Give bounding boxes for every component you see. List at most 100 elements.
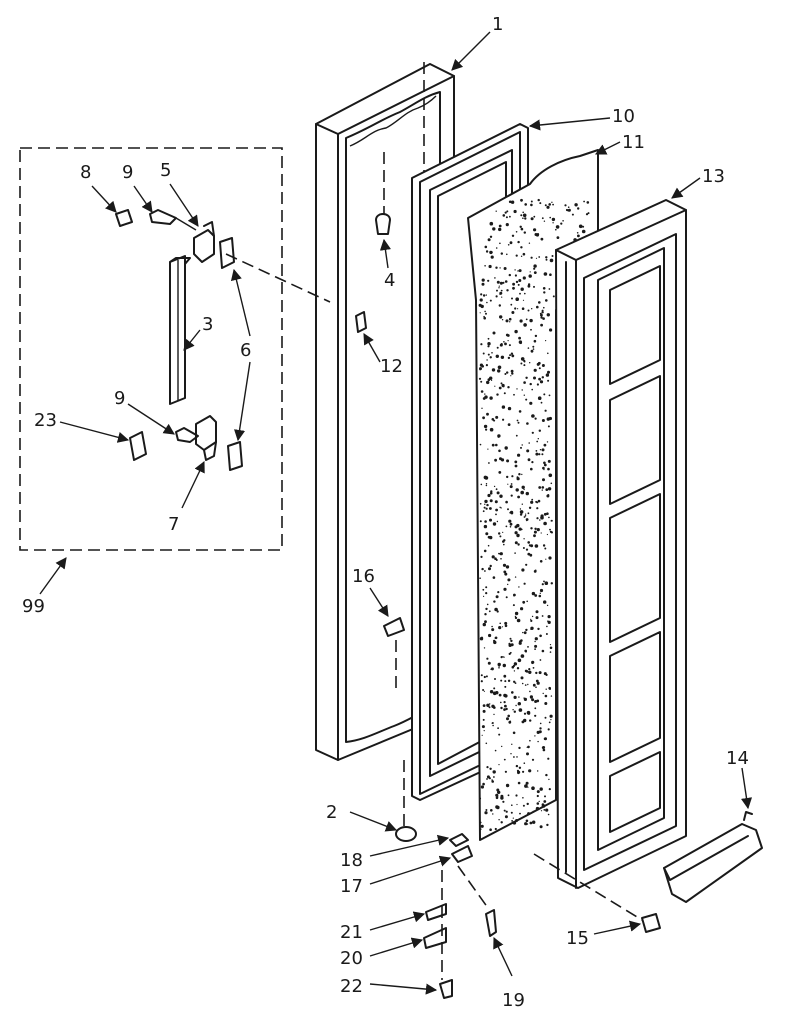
foam-texture-dot — [494, 678, 496, 680]
foam-texture-dot — [509, 354, 512, 357]
foam-texture-dot — [544, 547, 547, 550]
foam-texture-dot — [530, 527, 533, 530]
svg-text:14: 14 — [726, 748, 749, 769]
foam-texture-dot — [523, 762, 526, 764]
foam-texture-dot — [479, 520, 482, 523]
foam-texture-dot — [504, 280, 508, 283]
foam-texture-dot — [503, 267, 507, 270]
handle-part — [169, 255, 191, 405]
foam-texture-dot — [551, 201, 553, 203]
foam-texture-dot — [510, 303, 513, 306]
foam-texture-dot — [537, 438, 539, 440]
foam-texture-dot — [482, 588, 485, 591]
foam-texture-dot — [518, 696, 520, 698]
foam-texture-dot — [521, 503, 523, 505]
foam-texture-dot — [491, 625, 493, 628]
foam-texture-dot — [494, 637, 497, 639]
foam-texture-dot — [495, 691, 499, 695]
foam-texture-dot — [503, 587, 507, 591]
foam-texture-dot — [548, 556, 552, 560]
foam-texture-dot — [515, 297, 519, 302]
svg-text:19: 19 — [502, 990, 525, 1011]
foam-texture-dot — [546, 441, 549, 443]
foam-texture-dot — [543, 272, 548, 276]
foam-texture-dot — [509, 637, 512, 640]
foam-texture-dot — [531, 461, 534, 464]
callout-17: 17 — [340, 855, 452, 897]
foam-texture-dot — [508, 317, 512, 321]
callout-15: 15 — [566, 920, 642, 949]
foam-texture-dot — [513, 756, 515, 758]
foam-texture-dot — [523, 712, 527, 715]
foam-texture-dot — [539, 449, 542, 451]
foam-texture-dot — [531, 388, 533, 391]
foam-texture-dot — [496, 491, 500, 495]
foam-texture-dot — [525, 318, 528, 321]
foam-texture-dot — [539, 560, 543, 563]
foam-texture-dot — [518, 269, 522, 273]
foam-texture-dot — [525, 513, 527, 515]
foam-texture-dot — [524, 217, 527, 220]
foam-texture-dot — [543, 672, 547, 676]
foam-texture-dot — [511, 311, 515, 314]
foam-texture-dot — [485, 294, 487, 296]
foam-texture-dot — [484, 265, 486, 267]
callout-23: 23 — [34, 410, 130, 443]
foam-texture-dot — [576, 232, 579, 234]
foam-texture-dot — [532, 345, 535, 348]
foam-texture-dot — [497, 790, 501, 794]
spacer-top-part — [219, 237, 235, 269]
foam-texture-dot — [500, 558, 502, 560]
foam-texture-dot — [517, 543, 520, 546]
foam-texture-dot — [530, 349, 534, 353]
svg-text:17: 17 — [340, 876, 363, 897]
foam-texture-dot — [508, 273, 511, 277]
foam-texture-dot — [497, 591, 500, 594]
foam-texture-dot — [481, 365, 485, 368]
foam-texture-dot — [529, 690, 531, 693]
foam-texture-dot — [523, 360, 526, 363]
foam-texture-dot — [511, 354, 515, 358]
foam-texture-dot — [515, 254, 518, 257]
foam-texture-dot — [523, 323, 527, 327]
foam-texture-dot — [481, 278, 485, 282]
foam-texture-dot — [498, 733, 501, 736]
foam-texture-dot — [523, 231, 526, 234]
foam-texture-dot — [506, 289, 509, 292]
svg-text:20: 20 — [340, 948, 363, 969]
foam-texture-dot — [543, 463, 547, 467]
foam-texture-dot — [485, 250, 489, 253]
foam-texture-dot — [497, 369, 501, 373]
callout-8: 8 — [80, 162, 117, 213]
foam-texture-dot — [489, 356, 492, 359]
foam-texture-dot — [535, 806, 540, 811]
foam-texture-dot — [578, 224, 583, 229]
foam-texture-dot — [510, 811, 513, 814]
foam-texture-dot — [513, 593, 516, 597]
foam-texture-dot — [532, 348, 535, 350]
foam-texture-dot — [486, 657, 489, 660]
foam-texture-dot — [582, 225, 585, 228]
foam-texture-dot — [486, 301, 488, 304]
foam-texture-dot — [527, 552, 531, 556]
foam-texture-dot — [514, 682, 517, 684]
foam-insulation — [467, 149, 599, 841]
foam-texture-dot — [499, 622, 502, 625]
foam-texture-dot — [549, 688, 551, 690]
foam-texture-dot — [503, 809, 506, 812]
foam-texture-dot — [526, 600, 528, 603]
foam-texture-dot — [519, 513, 523, 516]
foam-texture-dot — [488, 264, 492, 269]
foam-texture-dot — [539, 519, 541, 521]
foam-texture-dot — [515, 704, 517, 707]
foam-texture-dot — [517, 421, 520, 424]
foam-texture-dot — [504, 624, 508, 628]
foam-texture-dot — [482, 352, 485, 355]
foam-texture-dot — [500, 679, 503, 682]
foam-texture-dot — [499, 267, 501, 269]
svg-text:9: 9 — [122, 162, 133, 183]
foam-texture-dot — [535, 500, 538, 503]
svg-text:22: 22 — [340, 976, 363, 997]
foam-texture-dot — [520, 639, 523, 642]
foam-texture-dot — [502, 385, 505, 388]
